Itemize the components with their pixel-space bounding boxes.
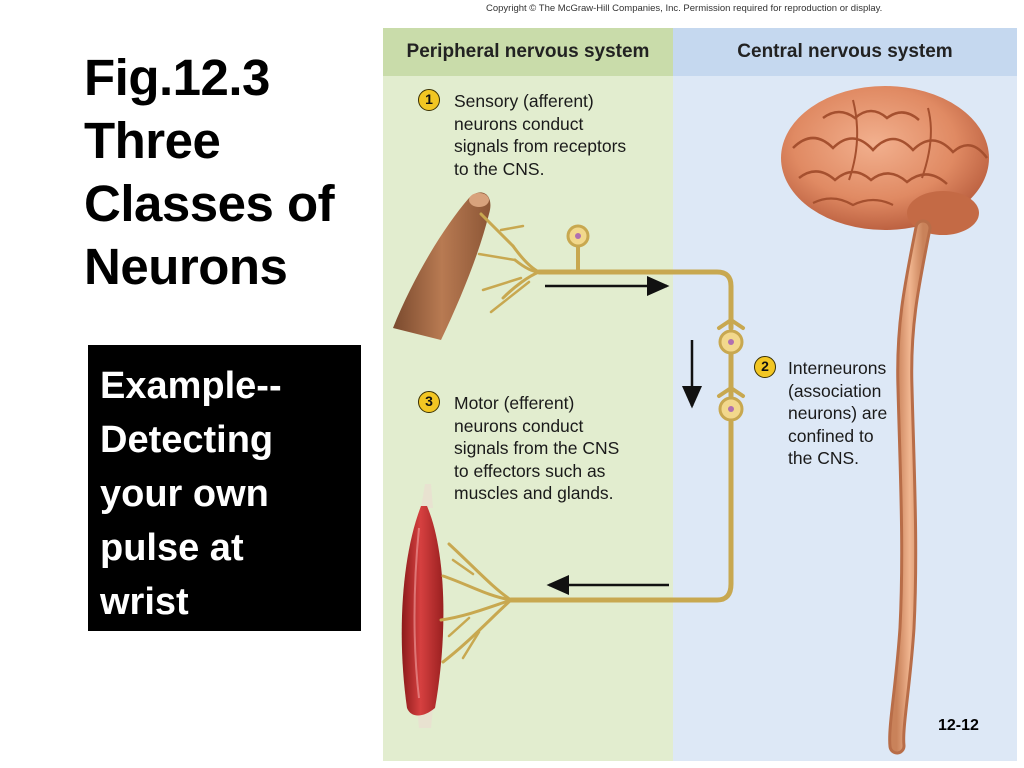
interneuron-line: (association xyxy=(788,380,882,401)
sensory-line: Sensory (afferent) xyxy=(454,91,594,111)
title-line: Fig.12.3 xyxy=(84,49,270,106)
slide-title: Fig.12.3 Three Classes of Neurons xyxy=(84,46,384,298)
title-line: Classes of xyxy=(84,175,335,232)
interneuron-line: Interneurons xyxy=(788,358,887,378)
sensory-line: neurons conduct xyxy=(454,113,584,134)
sensory-line: signals from receptors xyxy=(454,136,627,156)
example-line: pulse at xyxy=(100,527,244,569)
sensory-line: to the CNS. xyxy=(454,158,545,179)
step-badge-2: 2 xyxy=(754,356,776,378)
interneuron-line: neurons) are xyxy=(788,403,888,423)
example-line: wrist xyxy=(100,581,189,623)
step-badge-1: 1 xyxy=(418,89,440,111)
interneuron-description: Interneurons (association neurons) are c… xyxy=(788,357,887,470)
motor-neuron-endings xyxy=(439,542,513,664)
page-number: 12-12 xyxy=(938,717,979,734)
motor-line: Motor (efferent) xyxy=(454,393,575,413)
sensory-neuron xyxy=(477,212,734,331)
sensory-description: Sensory (afferent) neurons conduct signa… xyxy=(454,90,626,180)
copyright-notice: Copyright © The McGraw-Hill Companies, I… xyxy=(486,3,883,14)
motor-line: muscles and glands. xyxy=(454,483,614,503)
title-line: Three xyxy=(84,112,221,169)
motor-line: signals from the CNS xyxy=(454,438,620,458)
example-line: your own xyxy=(100,473,269,515)
step-badge-3: 3 xyxy=(418,391,440,413)
example-line: Detecting xyxy=(100,419,274,461)
interneuron-line: the CNS. xyxy=(788,448,859,468)
cns-panel-title: Central nervous system xyxy=(737,41,953,62)
title-line: Neurons xyxy=(84,238,288,295)
cns-header-bar xyxy=(673,28,1017,76)
example-line: Example-- xyxy=(100,365,282,407)
muscle-illustration xyxy=(401,484,444,728)
interneuron xyxy=(508,317,745,603)
example-box: Example-- Detecting your own pulse at wr… xyxy=(88,345,361,631)
finger-illustration xyxy=(393,192,491,340)
neuron-classes-figure: Peripheral nervous system Central nervou… xyxy=(383,28,1017,761)
figure-artwork xyxy=(383,28,1017,761)
motor-line: to effectors such as xyxy=(454,460,606,481)
interneuron-line: confined to xyxy=(788,425,874,446)
pns-header-bar xyxy=(383,28,673,76)
motor-line: neurons conduct xyxy=(454,415,584,436)
motor-description: Motor (efferent) neurons conduct signals… xyxy=(454,392,619,505)
pns-panel-title: Peripheral nervous system xyxy=(406,41,650,62)
